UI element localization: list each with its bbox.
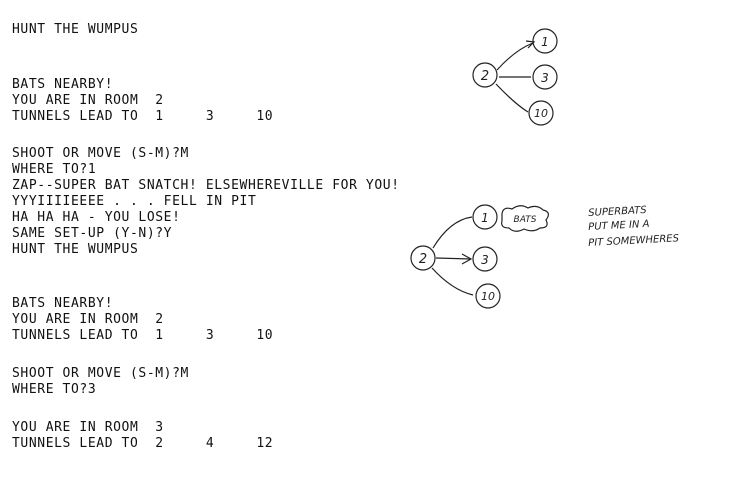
printout-line: SAME SET-UP (Y-N)?Y: [12, 226, 173, 241]
room-node: [528, 100, 554, 126]
room-label: 1: [541, 35, 549, 49]
room-label: 3: [541, 71, 549, 85]
room-label: 2: [481, 69, 489, 84]
tunnel-line: [431, 267, 474, 296]
tunnel-line: [432, 216, 473, 249]
room-label: 10: [534, 107, 548, 120]
room-diagram-top: 2 1 3 10: [472, 28, 558, 126]
arrow-head: [461, 253, 473, 265]
printout-line: HUNT THE WUMPUS: [12, 22, 139, 37]
room-node: [472, 204, 498, 230]
printout-line: TUNNELS LEAD TO 2 4 12: [12, 436, 274, 451]
room-diagram-bottom: 2 1 3 10 BATS: [410, 204, 549, 309]
printout-line: HA HA HA - YOU LOSE!: [12, 210, 181, 225]
room-node: [532, 28, 558, 54]
arrow-head: [525, 40, 536, 49]
room-label: 2: [419, 252, 427, 267]
printout-line: WHERE TO?1: [12, 162, 97, 177]
room-node: [472, 62, 498, 88]
printout-line: HUNT THE WUMPUS: [12, 242, 139, 257]
printout-line: TUNNELS LEAD TO 1 3 10: [12, 109, 274, 124]
bats-cloud: [501, 205, 549, 232]
tunnel-line: [495, 83, 529, 113]
room-label: 3: [481, 253, 489, 267]
tunnel-line: [496, 42, 534, 71]
printout-line: YOU ARE IN ROOM 3: [12, 420, 164, 435]
printout-line: ZAP--SUPER BAT SNATCH! ELSEWHEREVILLE FO…: [12, 178, 400, 193]
bats-label: BATS: [514, 215, 537, 225]
room-node: [472, 246, 498, 272]
printout-line: TUNNELS LEAD TO 1 3 10: [12, 328, 274, 343]
printout-line: BATS NEARBY!: [12, 296, 114, 311]
printout-line: SHOOT OR MOVE (S-M)?M: [12, 366, 189, 381]
room-node: [532, 64, 558, 90]
room-label: 10: [481, 290, 495, 303]
room-node: [410, 245, 436, 271]
printout-line: YOU ARE IN ROOM 2: [12, 312, 164, 327]
room-label: 1: [481, 211, 489, 225]
room-node: [475, 283, 501, 309]
printout-line: YYYIIIIEEEE . . . FELL IN PIT: [12, 194, 257, 209]
printout-line: YOU ARE IN ROOM 2: [12, 93, 164, 108]
printout-line: BATS NEARBY!: [12, 77, 114, 92]
tunnel-line: [435, 257, 472, 260]
printout-line: WHERE TO?3: [12, 382, 97, 397]
printout-line: SHOOT OR MOVE (S-M)?M: [12, 146, 189, 161]
